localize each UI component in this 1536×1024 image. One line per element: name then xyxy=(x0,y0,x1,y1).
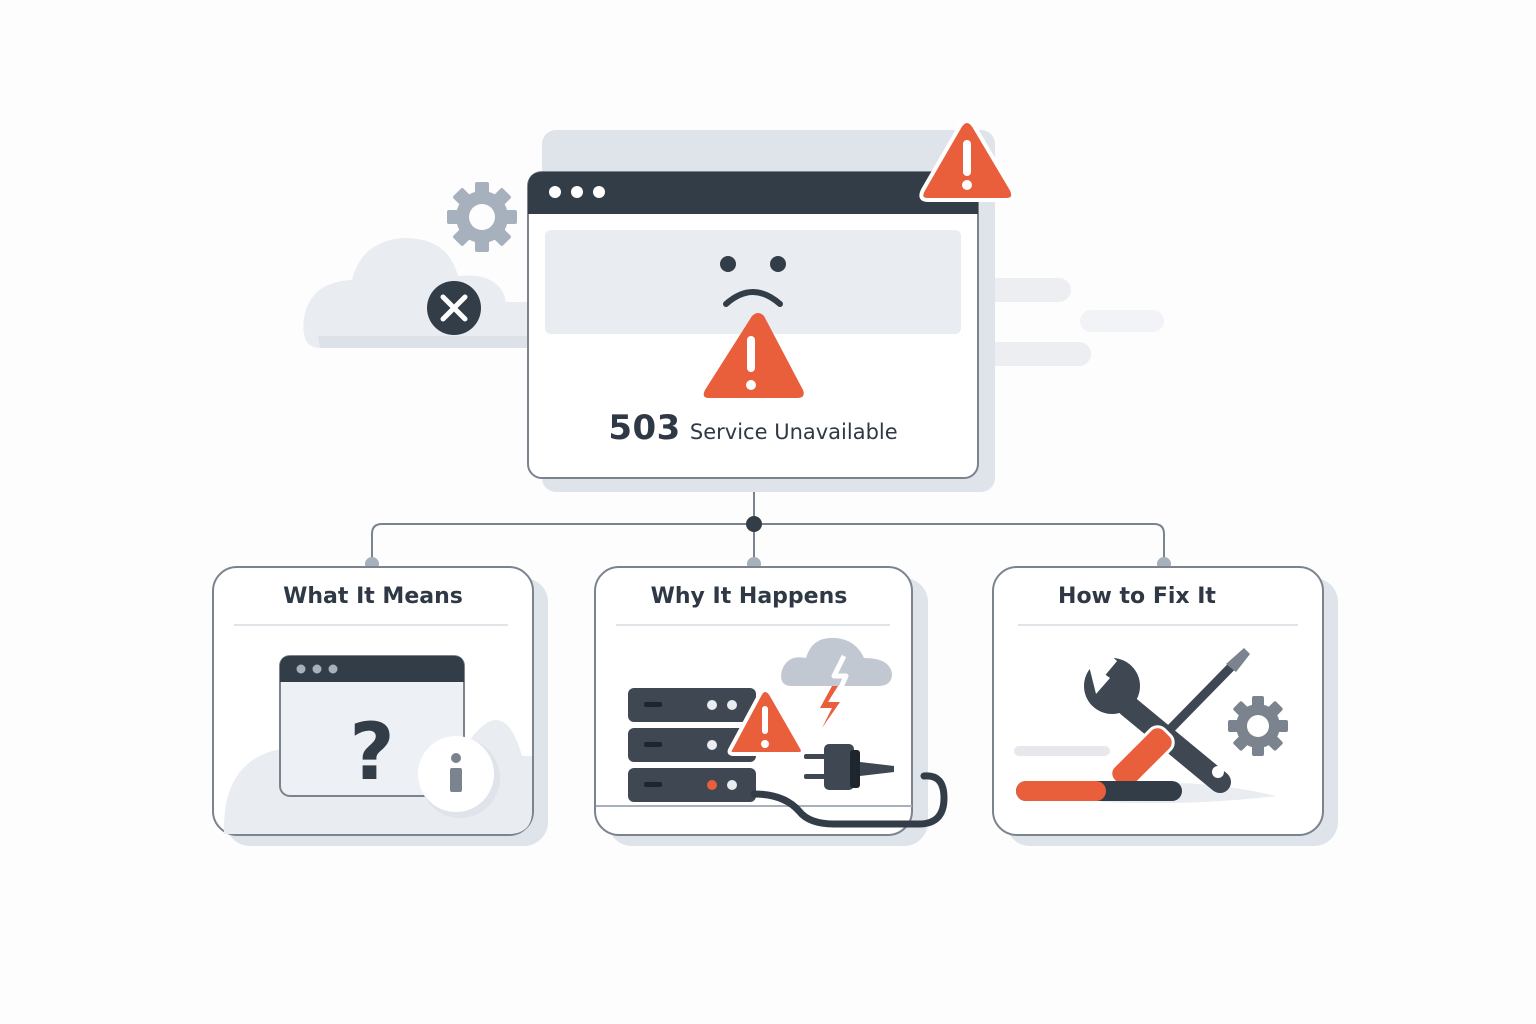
cloud-icon xyxy=(303,238,530,348)
question-browser-icon: ? xyxy=(279,655,465,798)
unplugged-cable-icon xyxy=(750,744,948,828)
warning-triangle-icon xyxy=(703,313,804,398)
storm-cloud-icon xyxy=(781,637,892,728)
error-code: 503 xyxy=(608,408,681,448)
sad-face-icon xyxy=(720,256,786,307)
card-how-to-fix-it[interactable]: How to Fix It xyxy=(992,566,1342,850)
gear-icon xyxy=(1228,696,1288,756)
error-message: Service Unavailable xyxy=(689,420,898,444)
connector-hub-dot xyxy=(746,516,762,532)
window-dots-icon xyxy=(549,186,605,198)
card-title: How to Fix It xyxy=(1058,584,1216,609)
server-rack-icon xyxy=(628,688,756,802)
info-icon xyxy=(418,736,500,818)
card-title: Why It Happens xyxy=(650,584,848,609)
progress-bar-icon xyxy=(1016,781,1182,801)
error-browser-window xyxy=(527,119,1016,492)
warning-corner-icon xyxy=(919,119,1016,202)
card-what-it-means[interactable]: ? What It Means xyxy=(212,566,552,850)
card-title: What It Means xyxy=(283,584,463,609)
card-why-it-happens[interactable]: Why It Happens xyxy=(594,566,948,850)
error-x-icon xyxy=(427,281,481,335)
svg-text:?: ? xyxy=(349,708,394,798)
error-title: 503 Service Unavailable xyxy=(528,408,978,448)
warning-triangle-icon xyxy=(727,688,805,756)
gear-icon xyxy=(447,182,517,252)
